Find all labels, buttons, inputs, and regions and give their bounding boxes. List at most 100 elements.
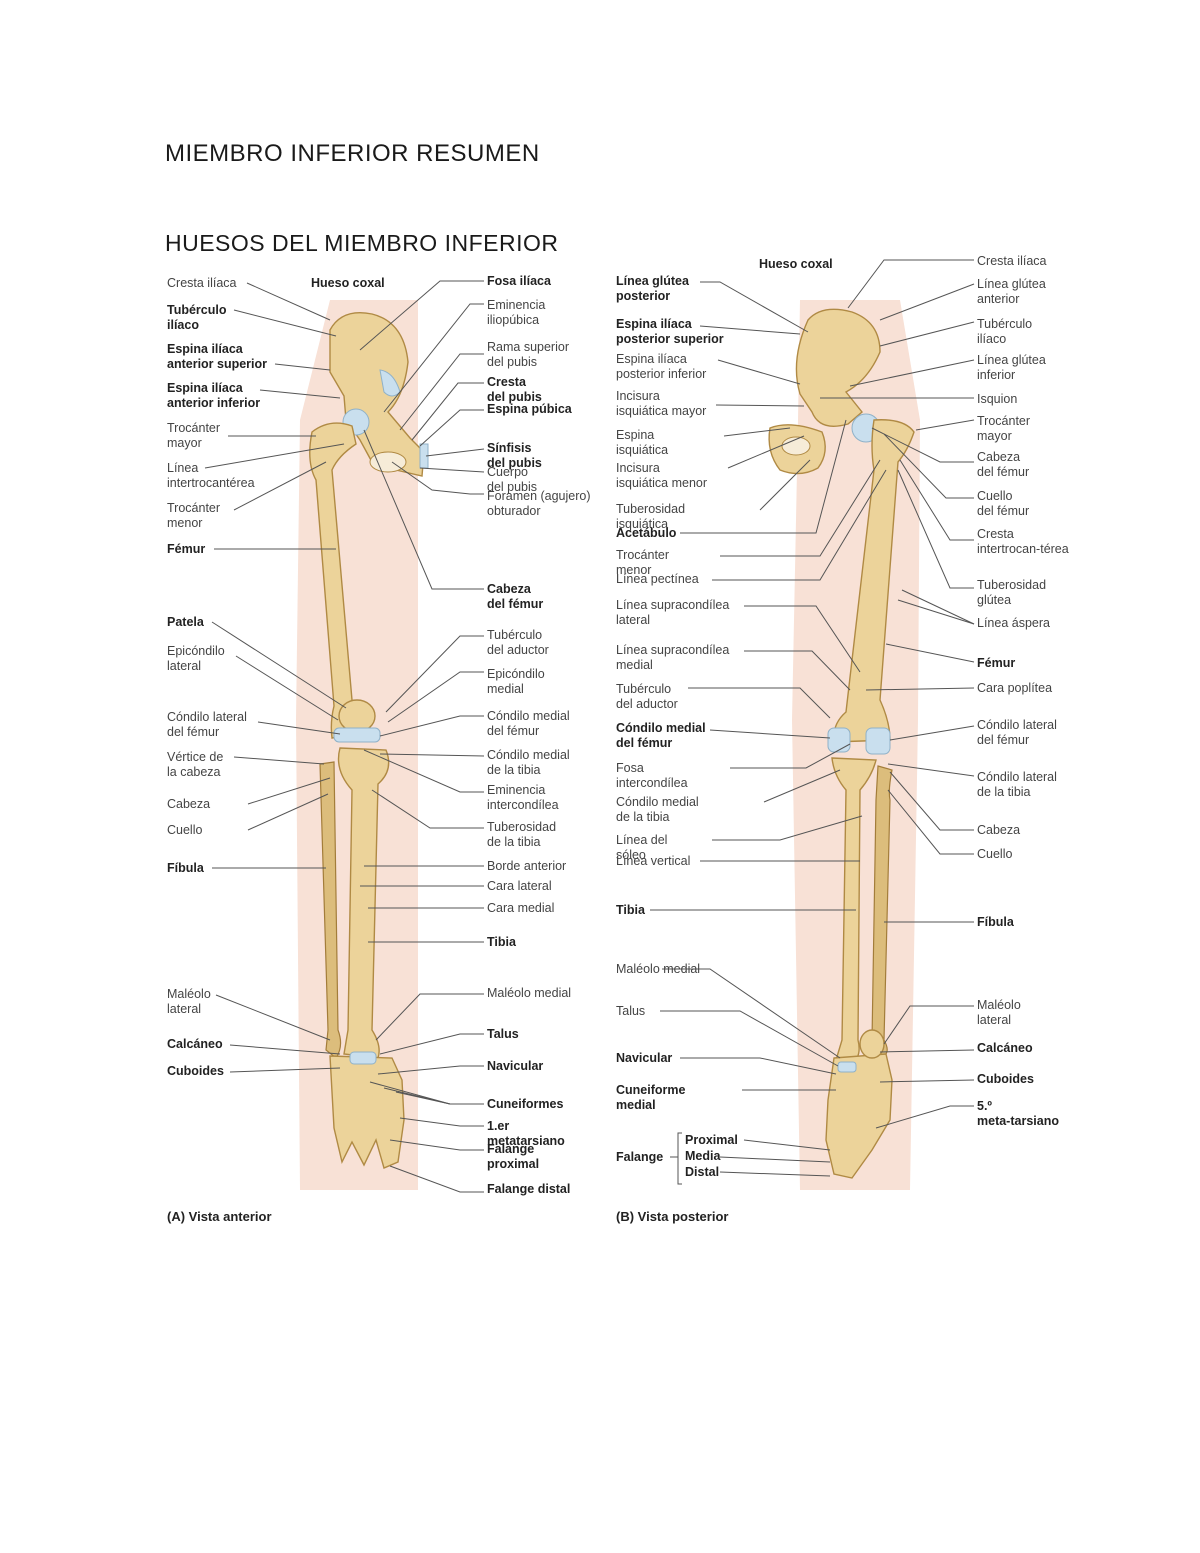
posterior-talus-cartilage bbox=[837, 1061, 857, 1073]
label-espina-pubica: Espina púbica bbox=[487, 402, 573, 416]
anterior-fibula bbox=[319, 761, 342, 1059]
label-linea-vertical: Línea vertical bbox=[616, 854, 690, 868]
anterior-obturator-foramen bbox=[369, 451, 407, 473]
label-cresta-iliaca: Cresta ilíaca bbox=[167, 276, 237, 290]
label-hueso-coxal: Hueso coxal bbox=[311, 276, 385, 290]
posterior-calcaneus bbox=[859, 1029, 885, 1059]
anterior-left-leader-lines bbox=[204, 282, 347, 1073]
anterior-hip-bone bbox=[329, 312, 425, 477]
label-femur-posterior: Fémur bbox=[977, 656, 1015, 670]
posterior-foot bbox=[825, 1053, 893, 1179]
label-calcaneo-posterior: Calcáneo bbox=[977, 1041, 1033, 1055]
label-linea-aspera: Línea áspera bbox=[977, 616, 1050, 630]
anterior-talus-cartilage bbox=[349, 1051, 377, 1065]
label-patela: Patela bbox=[167, 615, 205, 629]
label-fosa-iliaca: Fosa ilíaca bbox=[487, 274, 552, 288]
label-cuello: Cuello bbox=[167, 823, 202, 837]
label-cuello-posterior: Cuello bbox=[977, 847, 1012, 861]
label-cuboides-posterior: Cuboides bbox=[977, 1072, 1034, 1086]
label-cuneiformes: Cuneiformes bbox=[487, 1097, 563, 1111]
label-hueso-coxal-posterior: Hueso coxal bbox=[759, 257, 833, 271]
label-falange-media-part: Media bbox=[685, 1149, 721, 1163]
section-title: HUESOS DEL MIEMBRO INFERIOR bbox=[165, 230, 559, 256]
posterior-right-leader-lines bbox=[670, 259, 975, 1185]
label-acetabulo: Acetábulo bbox=[616, 526, 677, 540]
anterior-foot bbox=[329, 1055, 405, 1169]
label-tibia: Tibia bbox=[487, 935, 517, 949]
label-maleolo-medial: Maléolo medial bbox=[487, 986, 571, 1000]
caption-vista-posterior: (B) Vista posterior bbox=[616, 1209, 728, 1224]
posterior-obturator-foramen bbox=[781, 436, 811, 456]
label-falange-distal: Falange distal bbox=[487, 1182, 570, 1196]
anterior-tibia bbox=[337, 747, 390, 1059]
anterior-illustration bbox=[296, 300, 429, 1190]
anterior-knee-cartilage bbox=[333, 727, 381, 743]
posterior-tibia bbox=[831, 757, 877, 1065]
anterior-right-leader-lines bbox=[359, 280, 485, 1193]
caption-vista-anterior: (A) Vista anterior bbox=[167, 1209, 272, 1224]
posterior-medial-condyle-cartilage bbox=[827, 727, 851, 753]
label-cara-medial: Cara medial bbox=[487, 901, 554, 915]
label-talus: Talus bbox=[487, 1027, 519, 1041]
label-isquion: Isquion bbox=[977, 392, 1017, 406]
posterior-illustration bbox=[768, 300, 920, 1190]
label-fibula: Fíbula bbox=[167, 861, 205, 875]
label-falange-proximal-part: Proximal bbox=[685, 1133, 738, 1147]
label-linea-pectinea: Línea pectínea bbox=[616, 572, 699, 586]
label-falange: Falange bbox=[616, 1150, 663, 1164]
label-cara-lateral: Cara lateral bbox=[487, 879, 552, 893]
label-cuboides: Cuboides bbox=[167, 1064, 224, 1078]
anterior-patella bbox=[338, 699, 376, 733]
document-title: MIEMBRO INFERIOR RESUMEN bbox=[165, 140, 540, 167]
posterior-left-leader-lines bbox=[650, 281, 887, 1177]
label-femur: Fémur bbox=[167, 542, 205, 556]
